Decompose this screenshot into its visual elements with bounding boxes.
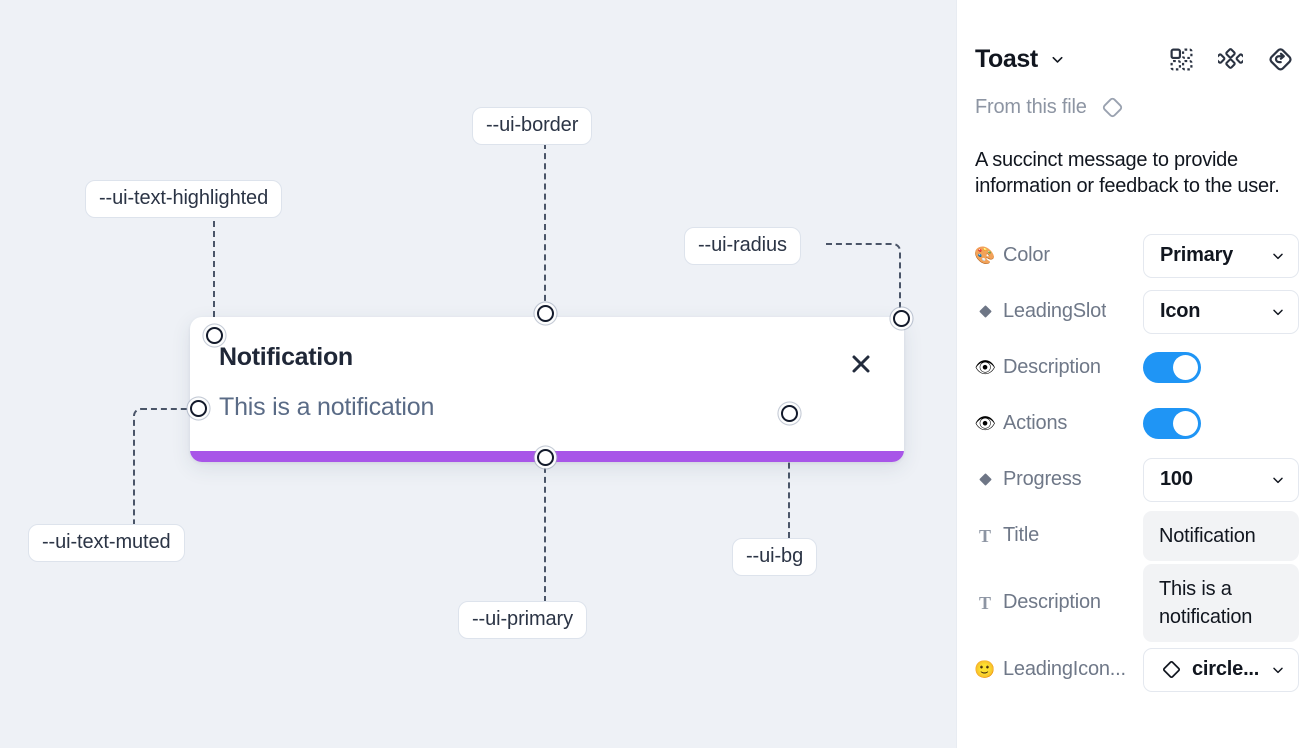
- property-label-actions: 👁 Actions: [974, 412, 1068, 435]
- description-input[interactable]: This is a notification: [1143, 563, 1299, 642]
- description-toggle[interactable]: [1143, 352, 1201, 384]
- progress-select[interactable]: 100: [1143, 457, 1299, 502]
- chevron-down-icon: [1262, 662, 1286, 678]
- design-canvas[interactable]: Notification This is a notification --ui…: [0, 0, 956, 748]
- property-row-description-text: T Description This is a notification: [975, 563, 1299, 642]
- anchor-dot-ui-text-highlighted[interactable]: [206, 327, 223, 344]
- property-label-description-visible: 👁 Description: [974, 356, 1101, 379]
- diamond-filled-icon: [975, 471, 995, 488]
- property-label-color: 🎨 Color: [974, 244, 1050, 267]
- toast-component-preview[interactable]: Notification This is a notification: [190, 317, 904, 462]
- component-diamonds-icon[interactable]: [1218, 47, 1243, 72]
- reset-variant-icon[interactable]: [1267, 46, 1294, 73]
- toggle-knob: [1173, 411, 1198, 437]
- color-select[interactable]: Primary: [1143, 233, 1299, 278]
- diamond-outline-icon: [1099, 94, 1126, 121]
- property-row-description-visible: 👁 Description: [974, 340, 1294, 396]
- token-pill-ui-text-highlighted[interactable]: --ui-text-highlighted: [85, 180, 283, 218]
- chevron-down-icon: [1262, 248, 1286, 264]
- page-title: Toast: [975, 44, 1038, 73]
- token-pill-ui-bg[interactable]: --ui-bg: [732, 538, 818, 576]
- anchor-dot-ui-radius[interactable]: [893, 310, 910, 327]
- connector-ui-border: [544, 143, 546, 311]
- token-pill-ui-text-muted[interactable]: --ui-text-muted: [28, 524, 185, 562]
- token-pill-ui-border[interactable]: --ui-border: [472, 107, 593, 145]
- chevron-down-icon: [1262, 304, 1286, 320]
- panel-header: Toast: [975, 28, 1294, 90]
- from-this-file-label: From this file: [975, 96, 1087, 118]
- properties-panel: Toast: [956, 0, 1312, 748]
- eye-emoji-icon: 👁: [974, 358, 996, 378]
- title-input[interactable]: Notification: [1143, 510, 1299, 561]
- toggle-knob: [1173, 355, 1198, 381]
- eye-emoji-icon: 👁: [974, 414, 996, 434]
- property-row-title: T Title Notification: [975, 508, 1299, 564]
- actions-toggle[interactable]: [1143, 408, 1201, 440]
- grid-select-icon[interactable]: [1169, 47, 1194, 72]
- palette-emoji-icon: 🎨: [974, 246, 996, 266]
- property-row-leadingslot: LeadingSlot Icon: [975, 284, 1299, 340]
- leadingicon-select[interactable]: circle...: [1143, 647, 1299, 692]
- anchor-dot-ui-primary[interactable]: [537, 449, 554, 466]
- smiley-emoji-icon: 🙂: [974, 660, 996, 680]
- token-pill-ui-radius[interactable]: --ui-radius: [684, 227, 801, 265]
- toast-description: This is a notification: [219, 393, 435, 421]
- panel-header-actions: [1169, 46, 1294, 73]
- close-x-icon[interactable]: [848, 351, 874, 377]
- property-label-leadingicon: 🙂 LeadingIcon...: [974, 658, 1126, 681]
- connector-ui-primary: [544, 457, 546, 602]
- from-this-file-row: From this file: [975, 94, 1294, 121]
- connector-ui-text-muted: [133, 408, 198, 526]
- connector-ui-bg: [788, 413, 790, 538]
- anchor-dot-ui-text-muted[interactable]: [190, 400, 207, 417]
- connector-ui-text-highlighted: [213, 211, 215, 327]
- property-row-actions: 👁 Actions: [974, 396, 1294, 452]
- diamond-outline-icon: [1160, 658, 1183, 681]
- property-row-progress: Progress 100: [975, 452, 1299, 508]
- property-list: 🎨 Color Primary: [974, 228, 1299, 698]
- text-type-icon: T: [978, 592, 991, 613]
- property-row-color: 🎨 Color Primary: [974, 228, 1299, 284]
- text-type-icon: T: [978, 525, 991, 546]
- property-label-description-text: T Description: [975, 591, 1143, 614]
- anchor-dot-ui-bg[interactable]: [781, 405, 798, 422]
- property-row-leadingicon: 🙂 LeadingIcon... circle...: [974, 642, 1299, 698]
- token-pill-ui-primary[interactable]: --ui-primary: [458, 601, 588, 639]
- anchor-dot-ui-border[interactable]: [537, 305, 554, 322]
- chevron-down-icon: [1262, 472, 1286, 488]
- connector-ui-radius: [826, 243, 901, 311]
- chevron-down-icon[interactable]: [1049, 51, 1066, 68]
- property-label-leadingslot: LeadingSlot: [975, 300, 1143, 323]
- property-label-progress: Progress: [975, 468, 1143, 491]
- diamond-filled-icon: [975, 303, 995, 320]
- property-label-title: T Title: [975, 524, 1143, 547]
- component-description: A succinct message to provide informatio…: [975, 149, 1280, 198]
- toast-title: Notification: [219, 343, 353, 371]
- leadingslot-select[interactable]: Icon: [1143, 289, 1299, 334]
